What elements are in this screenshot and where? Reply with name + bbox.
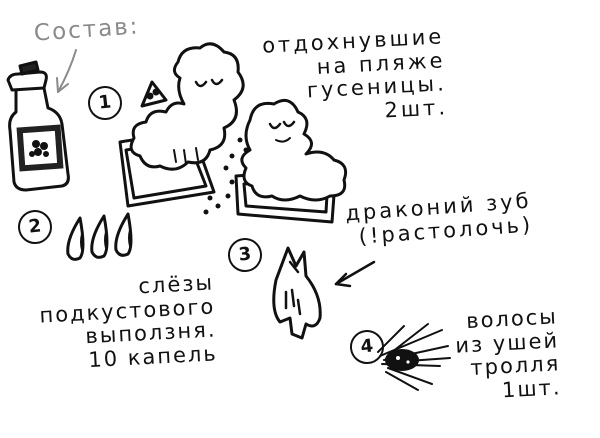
potion-bottle-icon: [6, 60, 70, 192]
troll-hair-icon: [377, 323, 451, 391]
caterpillars-on-towels-icon: [118, 42, 348, 224]
dragon-tooth-icon: [272, 246, 322, 340]
tear-drops-icon: [66, 212, 133, 261]
item-text-1: отдохнувшие на пляже гусеницы. 2шт.: [261, 24, 449, 123]
item-text-2: слёзы подкустового выползня. 10 капель: [38, 270, 219, 372]
arrow-to-tooth-icon: [334, 260, 376, 288]
arrow-to-bottle-icon: [56, 49, 77, 93]
item-text-4: волосы из ушей тролля 1шт.: [454, 304, 563, 402]
